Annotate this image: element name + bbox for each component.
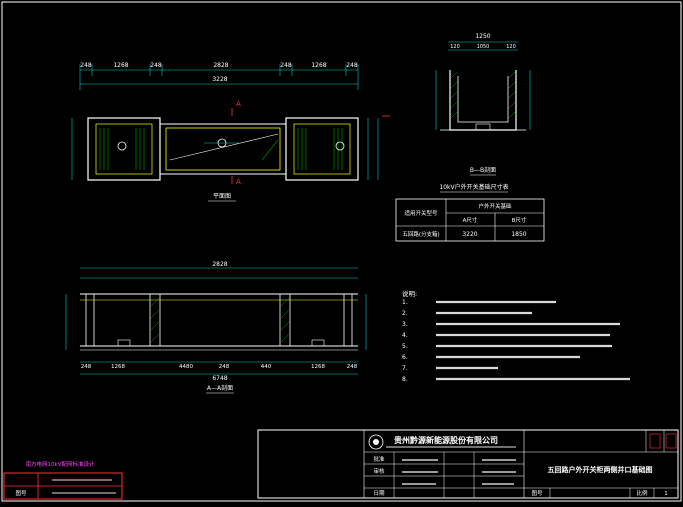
aa-bottom-dim-2: 1268 <box>111 364 125 370</box>
plan-section-mark-top: A <box>236 100 241 108</box>
aa-bottom-dim-6: 1268 <box>311 364 325 370</box>
notes-heading: 说明: <box>402 289 417 298</box>
aa-total-dim: 6748 <box>212 375 227 382</box>
aa-bottom-dim-4: 248 <box>219 364 230 370</box>
table-cell-a: 3220 <box>462 231 477 238</box>
company-logo <box>368 434 384 450</box>
note-7-number: 7. <box>402 365 408 372</box>
table-subheader-b: B尺寸 <box>512 216 527 224</box>
legend-caption: 10kV户外开关基础尺寸表 <box>439 183 508 191</box>
title-sheet: 1 <box>664 491 668 497</box>
table-subheader-a: A尺寸 <box>463 216 478 224</box>
bb-dim-3: 1050 <box>477 44 490 50</box>
plan-dim-7: 248 <box>346 62 358 69</box>
bb-dim-4: 120 <box>506 44 516 50</box>
note-3-number: 3. <box>402 321 408 328</box>
note-5-number: 5. <box>402 343 408 350</box>
signature-marks <box>402 459 516 485</box>
table-header-type: 适用开关型号 <box>404 209 438 217</box>
title-block: 贵州黔源新能源股份有限公司 五回路户外开关柜两侧井口基础图 批准 审核 日期 比… <box>257 429 679 499</box>
plan-dim-6: 1268 <box>311 62 326 69</box>
plan-dim-1: 248 <box>80 62 92 69</box>
aa-caption: A—A剖面 <box>207 384 233 392</box>
title-field-scale: 比例 <box>636 489 648 497</box>
table-cell-type: 五回路(分支箱) <box>402 230 439 238</box>
note-6-number: 6. <box>402 354 408 361</box>
aa-bottom-dim-3: 4480 <box>179 364 193 370</box>
section-bb-view: 1250 120 1050 120 B—B剖面 <box>435 33 531 176</box>
note-4-number: 4. <box>402 332 408 339</box>
bb-caption: B—B剖面 <box>470 166 496 174</box>
stamp-drawing-no-label: 图号 <box>15 489 27 497</box>
drawing-title: 五回路户外开关柜两侧井口基础图 <box>548 465 653 474</box>
title-row-approve: 批准 <box>373 455 385 463</box>
title-field-drawing-no: 图号 <box>531 489 543 497</box>
table-header-foundation: 户外开关基础 <box>478 202 512 210</box>
note-2-number: 2. <box>402 310 408 317</box>
plan-caption: 平面图 <box>213 193 231 200</box>
title-row-date: 日期 <box>373 490 385 497</box>
bb-dim-1: 1250 <box>475 33 490 40</box>
plan-total-dim: 3228 <box>212 76 227 83</box>
company-name: 贵州黔源新能源股份有限公司 <box>394 435 498 445</box>
note-1-number: 1. <box>402 299 408 306</box>
aa-bottom-dim-5: 440 <box>261 364 272 370</box>
stamp-title: 南方电网10kV配网标准设计 <box>26 460 95 468</box>
section-aa-view: 2828 248 1268 4480 248 <box>65 261 367 394</box>
plan-view: 248 1268 248 2828 248 1268 248 3228 <box>71 62 390 202</box>
design-stamp: 南方电网10kV配网标准设计 图号 <box>3 460 123 500</box>
aa-bottom-dim-7: 248 <box>347 364 358 370</box>
aa-top-dim: 2828 <box>212 261 227 268</box>
plan-dim-2: 1268 <box>113 62 128 69</box>
notes-block: 说明: 1. 2. 3. 4. 5. 6. 7. 8. <box>402 289 630 383</box>
table-cell-b: 1850 <box>511 231 526 238</box>
title-row-review: 审核 <box>373 467 385 475</box>
aa-bottom-dim-1: 248 <box>81 364 92 370</box>
dimension-table: 适用开关型号 户外开关基础 A尺寸 B尺寸 五回路(分支箱) 3220 1850 <box>395 198 545 242</box>
plan-section-mark-bottom: A <box>236 178 241 186</box>
plan-dim-3: 248 <box>150 62 162 69</box>
note-8-number: 8. <box>402 376 408 383</box>
plan-dim-4: 2828 <box>213 62 228 69</box>
plan-dim-5: 248 <box>280 62 292 69</box>
bb-dim-2: 120 <box>450 44 460 50</box>
